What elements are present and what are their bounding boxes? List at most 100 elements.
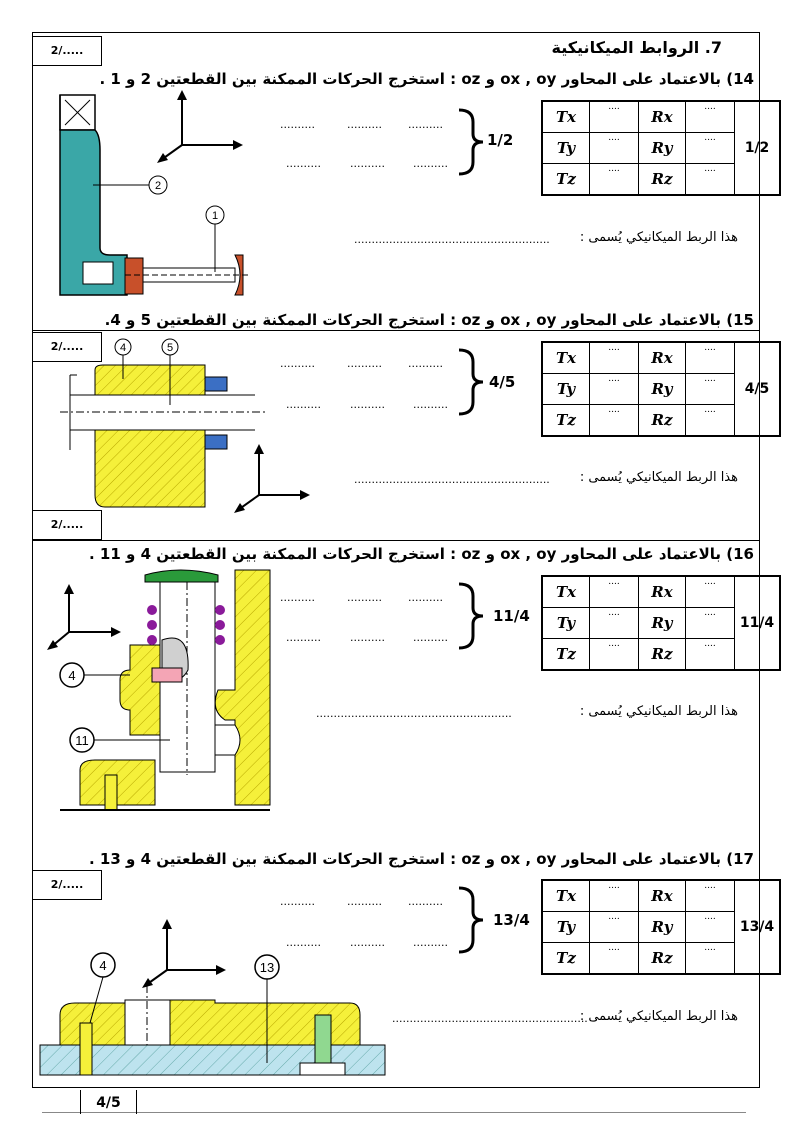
answer-dots[interactable]: .......... xyxy=(347,895,382,908)
dof-cell[interactable]: .... xyxy=(685,341,735,374)
answer-dots[interactable]: .......... xyxy=(286,631,321,644)
link-name-label: هذا الربط الميكانيكي يُسمى : xyxy=(579,470,738,485)
answer-dots[interactable]: .......... xyxy=(347,118,382,131)
dof-cell[interactable]: .... xyxy=(589,638,639,671)
link-name-answer[interactable]: ........................................… xyxy=(354,233,550,246)
section-title: 7. الروابط الميكانيكية xyxy=(551,38,722,57)
question-14: 14) بالاعتماد على المحاور ox , oy و oz :… xyxy=(99,70,754,88)
dof-cell[interactable]: .... xyxy=(685,911,735,943)
dof-label: Tx xyxy=(541,341,590,374)
answer-dots[interactable]: .......... xyxy=(347,591,382,604)
link-name-answer[interactable]: ........................................… xyxy=(354,473,550,486)
svg-text:5: 5 xyxy=(167,342,173,354)
dof-cell[interactable]: .... xyxy=(589,911,639,943)
dof-table: Tx....Rx....13/4 Ty....Ry.... Tz....Rz..… xyxy=(541,879,781,975)
answer-dots[interactable]: .......... xyxy=(408,118,443,131)
dof-label: Rx xyxy=(638,575,686,608)
answer-dots[interactable]: .......... xyxy=(413,157,448,170)
answer-dots[interactable]: .......... xyxy=(350,398,385,411)
brace-icon xyxy=(458,582,484,650)
answer-dots[interactable]: .......... xyxy=(408,591,443,604)
brace-icon xyxy=(458,348,484,416)
dof-label: Tx xyxy=(541,575,590,608)
dof-cell[interactable]: .... xyxy=(589,100,639,133)
svg-text:13: 13 xyxy=(260,960,274,975)
drawing-q16: 4 11 xyxy=(59,569,271,811)
dof-cell[interactable]: .... xyxy=(589,163,639,196)
answer-dots[interactable]: .......... xyxy=(347,357,382,370)
question-17: 17) بالاعتماد على المحاور ox , oy و oz :… xyxy=(89,850,754,868)
answer-dots[interactable]: .......... xyxy=(408,357,443,370)
dof-cell[interactable]: .... xyxy=(589,341,639,374)
dof-label: 13/4 xyxy=(734,879,781,975)
dof-cell[interactable]: .... xyxy=(685,163,735,196)
brace-icon xyxy=(458,886,484,954)
dof-cell[interactable]: .... xyxy=(685,879,735,912)
dof-cell[interactable]: .... xyxy=(685,404,735,437)
dof-label: Tz xyxy=(541,942,590,975)
dof-cell[interactable]: .... xyxy=(685,100,735,133)
dof-cell[interactable]: .... xyxy=(589,575,639,608)
svg-text:11: 11 xyxy=(75,733,89,748)
dof-label: Tz xyxy=(541,404,590,437)
link-name-answer[interactable]: ........................................… xyxy=(392,1012,588,1025)
link-name-label: هذا الربط الميكانيكي يُسمى : xyxy=(579,230,738,245)
dof-cell[interactable]: .... xyxy=(685,607,735,639)
answer-dots[interactable]: .......... xyxy=(350,936,385,949)
pair-label: 1/2 xyxy=(487,131,514,149)
dof-label: Ty xyxy=(541,373,590,405)
dof-label: Tx xyxy=(541,879,590,912)
axes-icon xyxy=(234,444,310,513)
dof-label: Rx xyxy=(638,879,686,912)
dof-label: Rz xyxy=(638,638,686,671)
score-box[interactable]: 2/..... xyxy=(32,332,102,362)
answer-dots[interactable]: .......... xyxy=(408,895,443,908)
answer-dots[interactable]: .......... xyxy=(280,591,315,604)
dof-cell[interactable]: .... xyxy=(685,373,735,405)
dof-cell[interactable]: .... xyxy=(685,575,735,608)
footer-line xyxy=(42,1112,746,1113)
dof-cell[interactable]: .... xyxy=(589,132,639,164)
score-box[interactable]: 2/..... xyxy=(32,36,102,66)
answer-dots[interactable]: .......... xyxy=(280,895,315,908)
page-number: 4/5 xyxy=(80,1090,137,1114)
drawing-q14: 2 1 xyxy=(59,94,250,296)
dof-label: Rz xyxy=(638,404,686,437)
axes-icon xyxy=(142,919,226,988)
question-15: 15) بالاعتماد على المحاور ox , oy و oz :… xyxy=(104,311,754,329)
answer-dots[interactable]: .......... xyxy=(286,936,321,949)
answer-dots[interactable]: .......... xyxy=(286,157,321,170)
dof-cell[interactable]: .... xyxy=(589,607,639,639)
dof-cell[interactable]: .... xyxy=(589,942,639,975)
dof-table: Tx....Rx....1/2 Ty....Ry.... Tz....Rz...… xyxy=(541,100,781,196)
dof-cell[interactable]: .... xyxy=(685,942,735,975)
answer-dots[interactable]: .......... xyxy=(413,398,448,411)
link-name-answer[interactable]: ........................................… xyxy=(316,707,512,720)
drawing-q15: 4 5 xyxy=(60,338,265,508)
answer-dots[interactable]: .......... xyxy=(413,936,448,949)
pair-label: 4/5 xyxy=(489,373,516,391)
answer-dots[interactable]: .......... xyxy=(350,631,385,644)
link-name-label: هذا الربط الميكانيكي يُسمى : xyxy=(579,704,738,719)
answer-dots[interactable]: .......... xyxy=(280,118,315,131)
score-box[interactable]: 2/..... xyxy=(32,510,102,540)
dof-cell[interactable]: .... xyxy=(589,879,639,912)
dof-label: Rx xyxy=(638,341,686,374)
dof-table: Tx....Rx....4/5 Ty....Ry.... Tz....Rz...… xyxy=(541,341,781,437)
answer-dots[interactable]: .......... xyxy=(286,398,321,411)
score-box[interactable]: 2/..... xyxy=(32,870,102,900)
dof-cell[interactable]: .... xyxy=(685,638,735,671)
answer-dots[interactable]: .......... xyxy=(280,357,315,370)
dof-cell[interactable]: .... xyxy=(589,373,639,405)
dof-label: Ry xyxy=(638,911,686,943)
dof-cell[interactable]: .... xyxy=(685,132,735,164)
dof-label: 11/4 xyxy=(734,575,781,671)
answer-dots[interactable]: .......... xyxy=(350,157,385,170)
svg-text:4: 4 xyxy=(68,668,75,683)
dof-label: Tz xyxy=(541,638,590,671)
dof-table: Tx....Rx....11/4 Ty....Ry.... Tz....Rz..… xyxy=(541,575,781,671)
dof-cell[interactable]: .... xyxy=(589,404,639,437)
answer-dots[interactable]: .......... xyxy=(413,631,448,644)
dof-label: 1/2 xyxy=(734,100,781,196)
dof-label: Tx xyxy=(541,100,590,133)
